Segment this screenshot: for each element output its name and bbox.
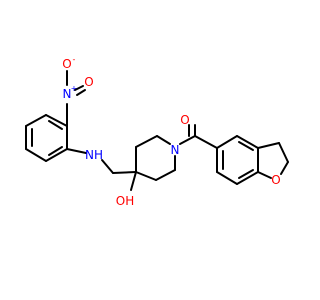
- furan-o-label: O: [271, 173, 280, 187]
- hydroxyl-label: OH: [116, 194, 134, 208]
- nitro-n-charge: +: [71, 84, 78, 93]
- bond: [194, 135, 218, 149]
- molecule-diagram: O - N + O NH OH N O O: [25, 55, 289, 208]
- bond: [238, 169, 254, 179]
- bond: [74, 85, 84, 91]
- bond: [45, 148, 68, 162]
- molecule-structure: O - N + O NH OH N O O: [25, 55, 289, 208]
- bond: [101, 159, 114, 174]
- bond: [278, 142, 289, 163]
- piperidine-n-label: N: [171, 143, 180, 157]
- bond: [155, 169, 176, 181]
- bond: [48, 146, 63, 156]
- bond: [156, 135, 171, 145]
- amine-nh-label: NH: [85, 148, 103, 162]
- bond: [216, 171, 238, 185]
- bond: [257, 171, 272, 179]
- bond: [112, 171, 137, 174]
- bond: [216, 135, 238, 149]
- nitro-n-label: N: [63, 87, 72, 101]
- bond: [280, 161, 289, 175]
- carbonyl-o-label: O: [180, 113, 189, 127]
- bond: [76, 89, 86, 96]
- bond: [236, 171, 259, 185]
- nitro-o-minus-charge: -: [73, 55, 76, 64]
- bond: [179, 135, 196, 145]
- bond: [257, 142, 280, 149]
- bond: [66, 148, 87, 154]
- bond: [238, 141, 254, 151]
- bond: [45, 114, 68, 127]
- bond: [135, 135, 158, 148]
- bond: [48, 120, 63, 130]
- bond: [130, 171, 137, 191]
- bond: [25, 114, 47, 127]
- bonds: [25, 70, 289, 191]
- bond: [25, 148, 47, 162]
- atom-labels: O - N + O NH OH N O O: [62, 55, 280, 208]
- bond: [135, 171, 157, 181]
- nitro-o-minus-label: O: [62, 57, 71, 71]
- bond: [236, 135, 259, 149]
- nitro-o-double-label: O: [84, 75, 93, 89]
